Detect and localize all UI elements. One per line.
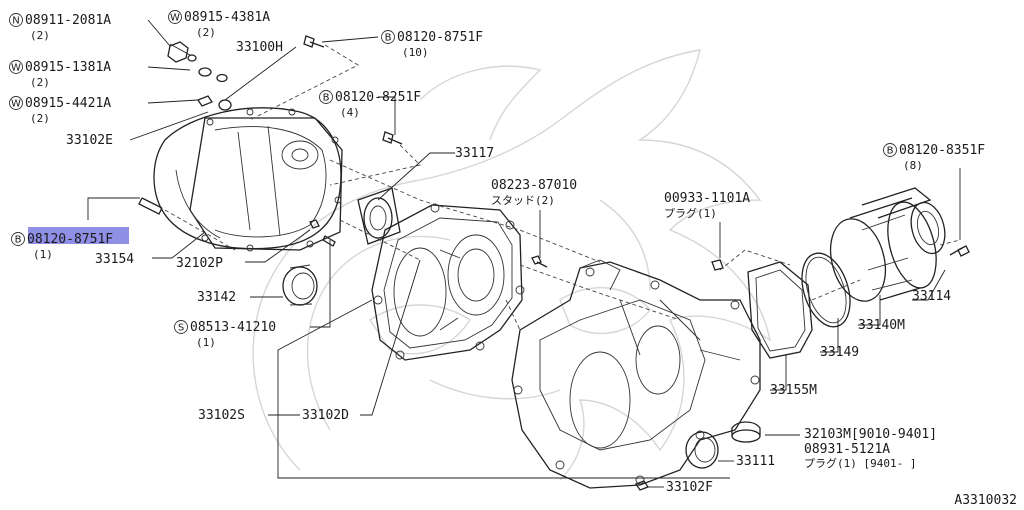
b-circle-icon	[883, 143, 897, 157]
part-desc: プラグ(1) [9401- ]	[804, 456, 916, 470]
w-circle-icon	[168, 10, 182, 24]
symbol-b: B	[385, 33, 392, 44]
symbol-w: W	[11, 99, 21, 110]
part-desc: スタッド(2)	[491, 194, 555, 207]
label-33149[interactable]: 33149	[820, 345, 859, 360]
label-08223-87010[interactable]: 08223-87010 スタッド(2)	[491, 178, 577, 207]
label-33142[interactable]: 33142	[197, 290, 236, 305]
label-33102D[interactable]: 33102D	[302, 408, 349, 423]
s-circle-icon	[174, 320, 188, 334]
part-qty: (2)	[196, 26, 216, 39]
seal-33142	[282, 264, 318, 306]
symbol-b: B	[323, 93, 330, 104]
label-08915-4421A[interactable]: W 08915-4421A (2)	[9, 96, 112, 125]
part-code-08931: 08931-5121A	[804, 442, 890, 457]
symbol-s: S	[178, 323, 184, 334]
label-33154[interactable]: 33154	[95, 252, 134, 267]
label-32102P[interactable]: 32102P	[176, 256, 223, 271]
label-33102F[interactable]: 33102F	[666, 480, 713, 495]
watermark-emblem	[252, 49, 772, 481]
gasket-33155M	[747, 261, 813, 359]
label-08120-8751F-top[interactable]: B 08120-8751F (10)	[381, 30, 484, 59]
label-33102E[interactable]: 33102E	[66, 133, 113, 148]
nut-washers-stack	[138, 35, 548, 268]
label-08120-8251F[interactable]: B 08120-8251F (4)	[319, 90, 422, 119]
w-circle-icon	[9, 96, 23, 110]
symbol-w: W	[170, 13, 180, 24]
part-qty: (1)	[33, 248, 53, 261]
symbol-b: B	[15, 235, 22, 246]
label-00933-1101A[interactable]: 00933-1101A プラグ(1)	[664, 191, 750, 220]
label-33155M[interactable]: 33155M	[770, 383, 817, 398]
label-08120-8351F[interactable]: B 08120-8351F (8)	[883, 143, 986, 172]
part-code: 08915-4421A	[25, 96, 111, 111]
part-code: 08911-2081A	[25, 13, 111, 28]
extension-33140M	[829, 187, 937, 302]
part-qty: (2)	[30, 76, 50, 89]
plug-32103M	[731, 421, 761, 443]
label-33102S[interactable]: 33102S	[198, 408, 245, 423]
plate-33102D	[371, 203, 525, 361]
w-circle-icon	[9, 60, 23, 74]
part-qty: (2)	[30, 29, 50, 42]
part-code: 08120-8751F	[27, 232, 113, 247]
part-code: 08915-4381A	[184, 10, 270, 25]
part-qty: (1)	[196, 336, 216, 349]
part-code: 08120-8351F	[899, 143, 985, 158]
part-code: 00933-1101A	[664, 191, 750, 206]
label-08513-41210[interactable]: S 08513-41210 (1)	[174, 320, 277, 349]
oring-33149	[801, 252, 851, 328]
symbol-b: B	[887, 146, 894, 157]
leader-lines	[87, 19, 961, 488]
b-circle-icon	[319, 90, 333, 104]
label-33100H[interactable]: 33100H	[236, 40, 283, 55]
assembly-lines	[164, 44, 961, 341]
case-33102F	[511, 259, 761, 489]
label-33114[interactable]: 33114	[912, 289, 951, 304]
b-circle-icon	[11, 232, 25, 246]
label-32103M-08931[interactable]: 32103M[9010-9401] 08931-5121A プラグ(1) [94…	[804, 427, 937, 470]
label-33140M[interactable]: 33140M	[858, 318, 905, 333]
part-qty: (4)	[340, 106, 360, 119]
label-08120-8751F-left[interactable]: B 08120-8751F (1)	[11, 227, 130, 261]
part-desc: プラグ(1)	[664, 206, 717, 220]
label-33111[interactable]: 33111	[736, 454, 775, 469]
part-qty: (8)	[903, 159, 923, 172]
part-code: 08915-1381A	[25, 60, 111, 75]
diagram-code: A3310032	[954, 493, 1017, 508]
part-code: 08513-41210	[190, 320, 276, 335]
label-08915-1381A[interactable]: W 08915-1381A (2)	[9, 60, 112, 89]
part-code: 08120-8251F	[335, 90, 421, 105]
symbol-w: W	[11, 63, 21, 74]
bolt-08120-8351	[949, 245, 970, 257]
b-circle-icon	[381, 30, 395, 44]
n-circle-icon	[9, 13, 23, 27]
label-33117[interactable]: 33117	[455, 146, 494, 161]
part-qty: (2)	[30, 112, 50, 125]
housing-33102E	[153, 107, 343, 252]
part-code: 08120-8751F	[397, 30, 483, 45]
seal-33114	[910, 201, 946, 255]
part-code-32103M: 32103M[9010-9401]	[804, 427, 937, 442]
label-08915-4381A[interactable]: W 08915-4381A (2)	[168, 10, 271, 39]
label-08911-2081A[interactable]: N 08911-2081A (2)	[9, 13, 112, 42]
seal-33117	[357, 187, 401, 245]
part-code: 08223-87010	[491, 178, 577, 193]
part-qty: (10)	[402, 46, 429, 59]
selection-highlight	[28, 227, 129, 244]
seal-33111	[685, 431, 719, 469]
symbol-n: N	[12, 16, 19, 27]
